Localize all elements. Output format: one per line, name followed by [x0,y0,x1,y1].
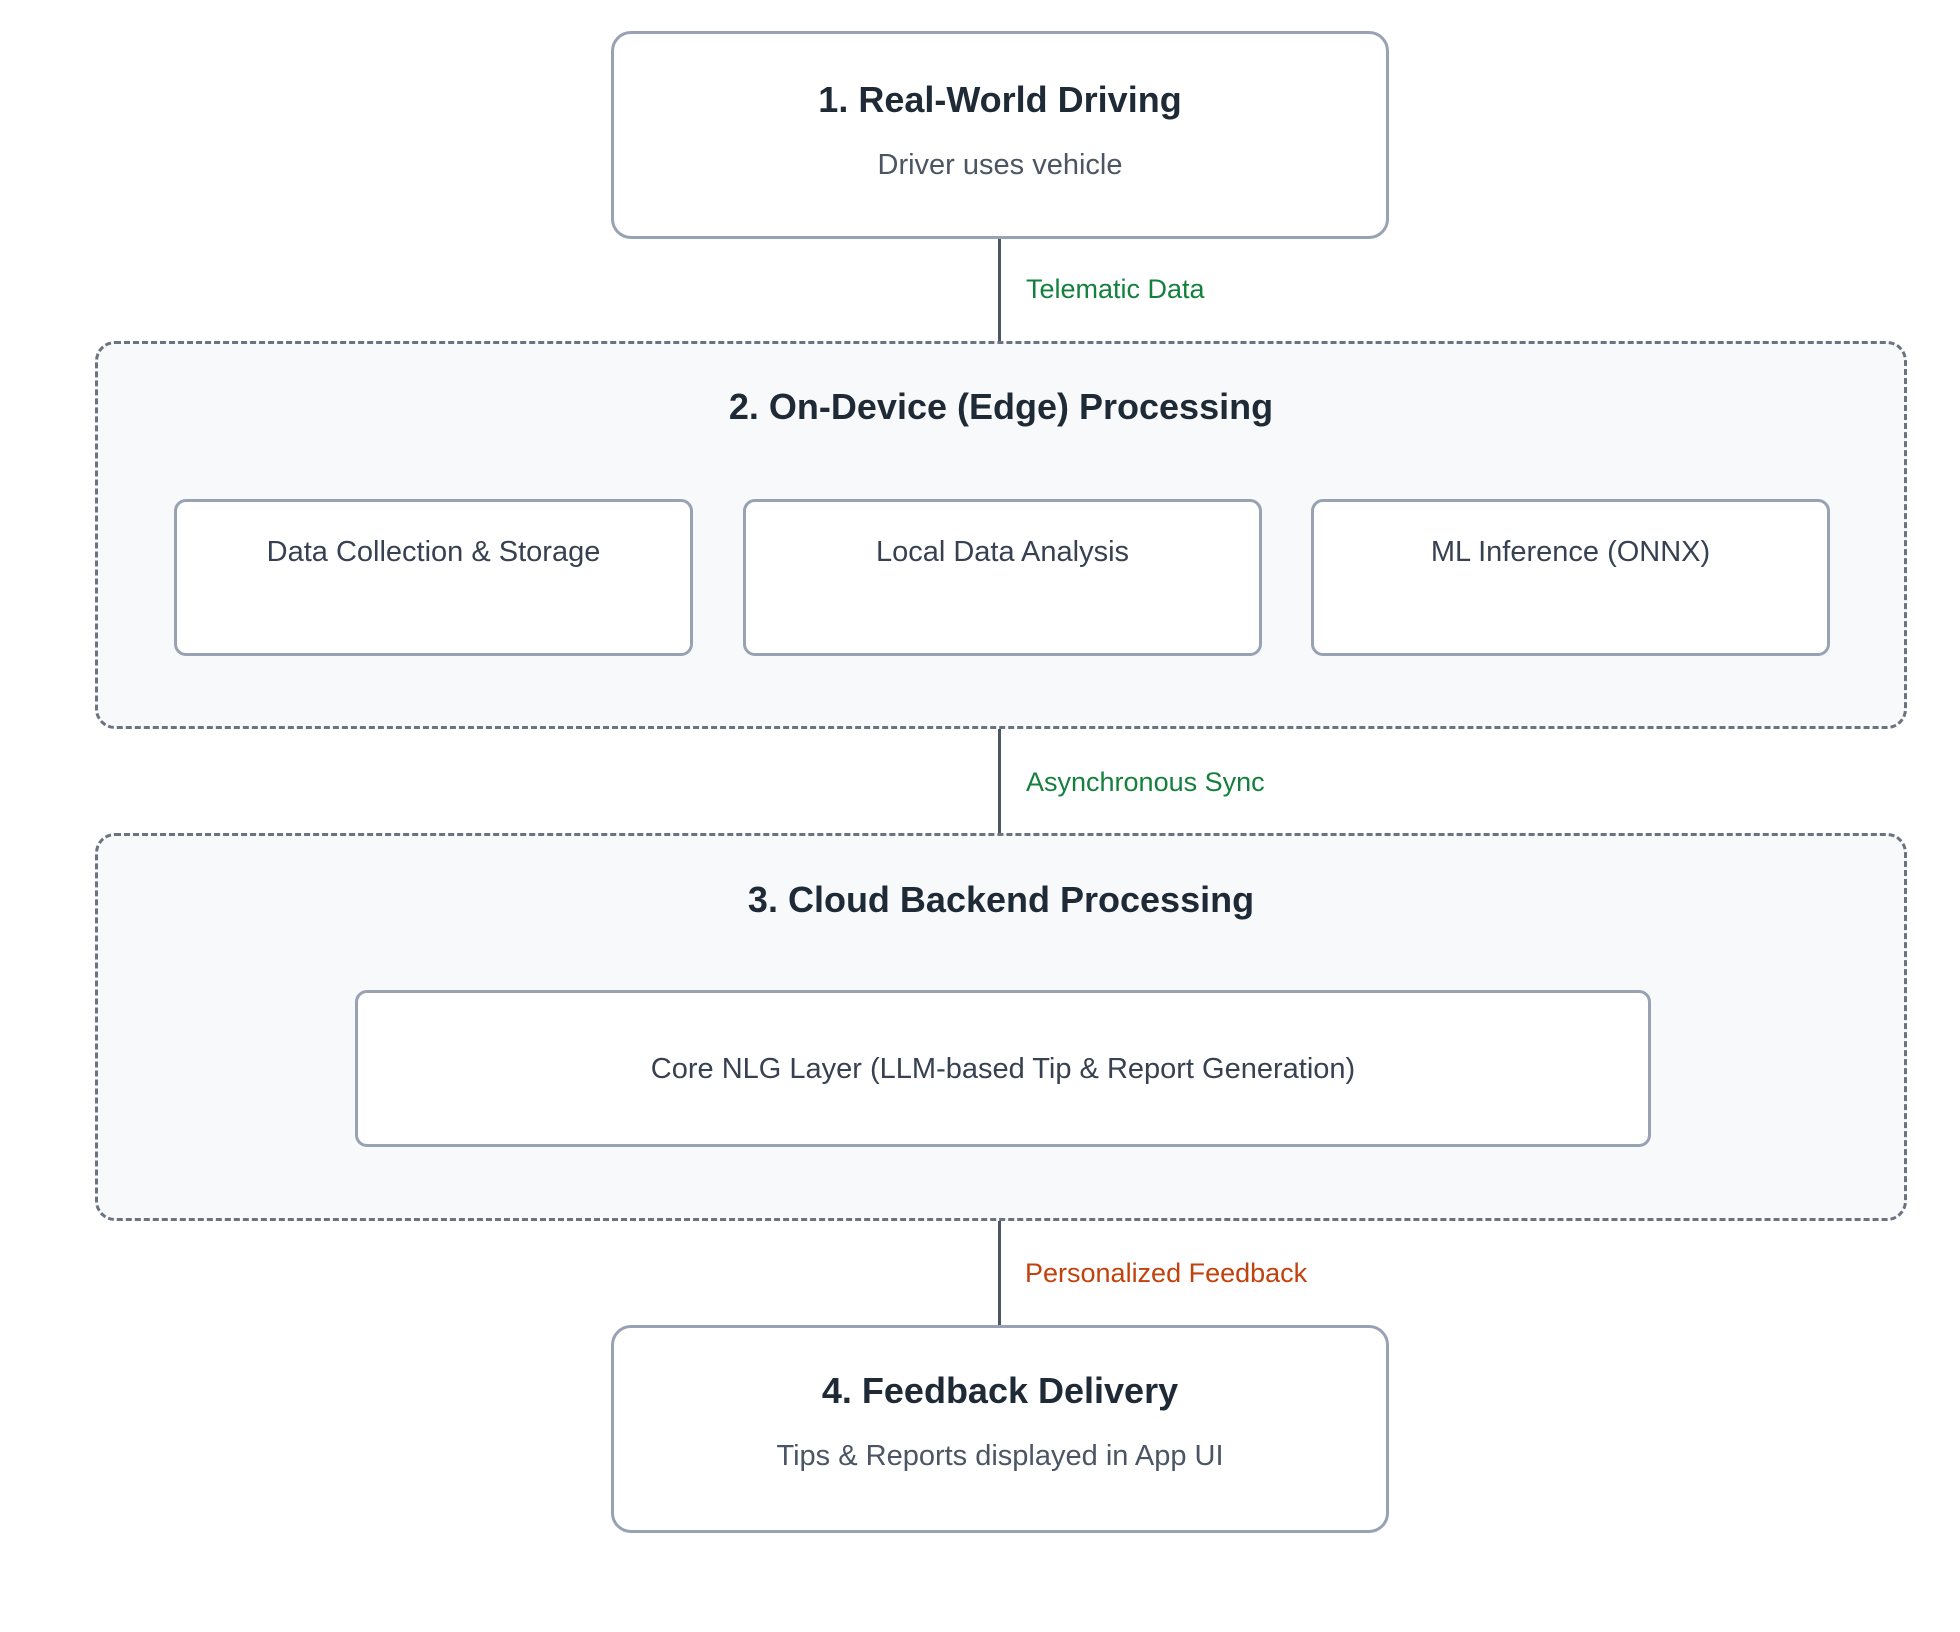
stage-real-world-driving: 1. Real-World Driving Driver uses vehicl… [611,31,1389,239]
component-data-collection-storage: Data Collection & Storage [174,499,693,656]
component-label: Core NLG Layer (LLM-based Tip & Report G… [650,1053,1356,1085]
component-core-nlg-layer: Core NLG Layer (LLM-based Tip & Report G… [355,990,1651,1147]
group-title: 2. On-Device (Edge) Processing [728,386,1274,427]
stage-feedback-delivery: 4. Feedback Delivery Tips & Reports disp… [611,1325,1389,1533]
component-label: Data Collection & Storage [266,536,601,568]
stage-title: 4. Feedback Delivery [821,1370,1179,1411]
edge-label-personalized-feedback: Personalized Feedback [1025,1258,1308,1288]
edge-label-asynchronous-sync: Asynchronous Sync [1026,767,1265,797]
stage-subtitle: Driver uses vehicle [877,149,1123,181]
component-local-data-analysis: Local Data Analysis [743,499,1262,656]
component-ml-inference: ML Inference (ONNX) [1311,499,1830,656]
stage-subtitle: Tips & Reports displayed in App UI [776,1440,1224,1472]
connector-cloud-to-delivery [998,1220,1001,1326]
stage-cloud-backend-processing: 3. Cloud Backend Processing Core NLG Lay… [95,833,1907,1221]
component-label: Local Data Analysis [875,536,1130,568]
connector-edge-to-cloud [998,728,1001,836]
connector-driving-to-edge [998,238,1001,342]
stage-title: 1. Real-World Driving [818,79,1182,120]
stage-on-device-processing: 2. On-Device (Edge) Processing Data Coll… [95,341,1907,729]
group-title: 3. Cloud Backend Processing [747,879,1255,920]
edge-label-telematic-data: Telematic Data [1026,274,1205,304]
component-label: ML Inference (ONNX) [1430,536,1711,568]
